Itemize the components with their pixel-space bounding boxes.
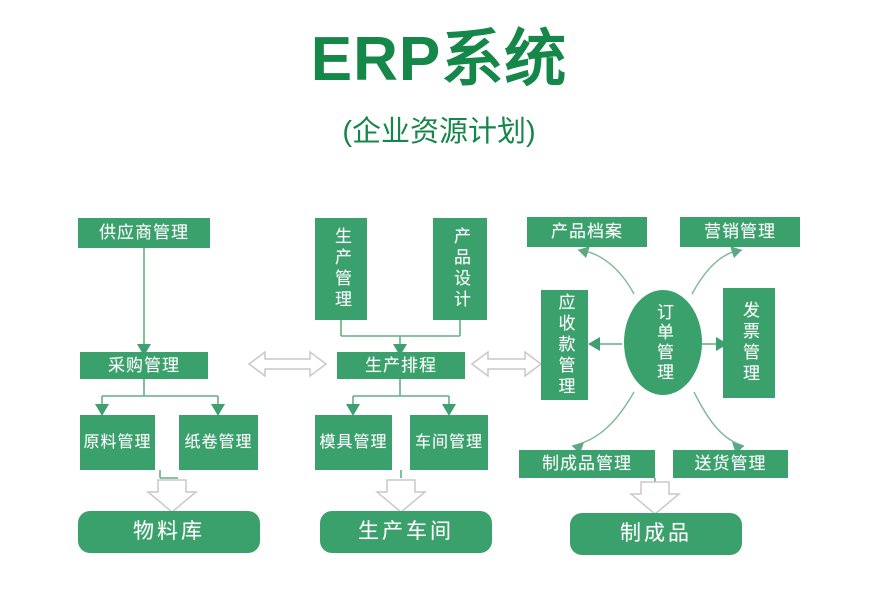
box-label: 生产排程	[365, 355, 437, 375]
box-mold-management[interactable]: 模具管理	[315, 415, 392, 470]
box-label: 订单管理	[654, 302, 673, 383]
box-invoice-management[interactable]: 发票管理	[723, 288, 775, 398]
box-label: 送货管理	[694, 454, 767, 473]
box-label: 营销管理	[704, 222, 776, 241]
box-receivables-management[interactable]: 应收款管理	[541, 290, 588, 400]
box-production-schedule[interactable]: 生产排程	[337, 352, 465, 379]
box-finished-goods[interactable]: 制成品	[570, 513, 742, 555]
box-product-archive[interactable]: 产品档案	[527, 217, 647, 247]
box-production-management[interactable]: 生产管理	[315, 218, 367, 320]
box-label: 纸卷管理	[184, 434, 253, 451]
box-label: 车间管理	[414, 434, 483, 451]
page-title: ERP系统	[310, 25, 568, 94]
box-label: 原料管理	[83, 434, 152, 451]
box-finished-goods-management[interactable]: 制成品管理	[519, 450, 655, 478]
box-label: 采购管理	[108, 355, 180, 375]
box-paper-roll-management[interactable]: 纸卷管理	[179, 415, 258, 470]
box-label: 物料库	[133, 520, 205, 543]
box-product-design[interactable]: 产品设计	[433, 218, 487, 320]
page-subtitle: (企业资源计划)	[342, 116, 536, 148]
box-raw-material-management[interactable]: 原料管理	[80, 415, 155, 470]
box-supplier-management[interactable]: 供应商管理	[78, 218, 210, 248]
box-material-warehouse[interactable]: 物料库	[78, 511, 260, 553]
box-purchasing-management[interactable]: 采购管理	[80, 352, 208, 379]
box-label: 制成品管理	[542, 454, 632, 473]
box-label: 产品设计	[451, 227, 470, 311]
box-label: 生产管理	[332, 227, 351, 311]
box-workshop-management[interactable]: 车间管理	[410, 415, 488, 470]
box-label: 制成品	[620, 522, 692, 545]
box-marketing-management[interactable]: 营销管理	[680, 217, 800, 247]
box-label: 供应商管理	[99, 223, 189, 242]
box-label: 产品档案	[551, 222, 623, 241]
box-label: 发票管理	[740, 301, 759, 385]
box-label: 生产车间	[358, 520, 454, 543]
box-order-management[interactable]: 订单管理	[624, 290, 702, 395]
box-label: 模具管理	[319, 434, 388, 451]
box-delivery-management[interactable]: 送货管理	[673, 450, 788, 478]
box-label: 应收款管理	[555, 292, 575, 398]
box-production-workshop[interactable]: 生产车间	[320, 511, 492, 553]
